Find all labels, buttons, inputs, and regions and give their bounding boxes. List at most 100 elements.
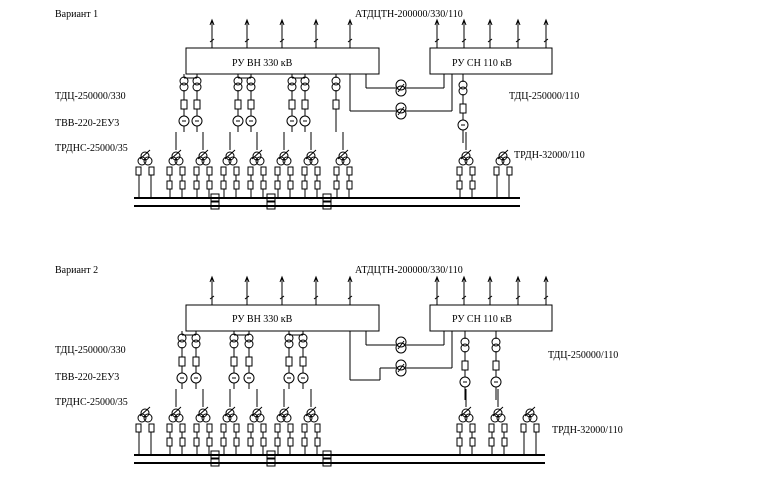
autotransformer-winding bbox=[395, 342, 407, 354]
variant-2-ru-sn-label: РУ СН 110 кВ bbox=[452, 314, 512, 325]
aux-breaker bbox=[193, 180, 200, 190]
variant-1-tdc330-label: ТДЦ-250000/330 bbox=[55, 91, 126, 102]
autotransformer-winding bbox=[395, 79, 407, 91]
outlet-arrow bbox=[461, 18, 467, 26]
aux-breaker bbox=[220, 437, 227, 447]
transformer-winding bbox=[191, 339, 201, 349]
outlet-arrow bbox=[461, 275, 467, 283]
aux-breaker bbox=[301, 166, 308, 176]
aux-transformer-winding bbox=[309, 156, 319, 166]
aux-transformer-winding bbox=[228, 156, 238, 166]
aux-transformer-winding bbox=[225, 408, 235, 418]
outlet-arrow bbox=[487, 18, 493, 26]
aux-transformer-winding bbox=[140, 151, 150, 161]
transformer-winding bbox=[491, 343, 501, 353]
outlet-arrow bbox=[244, 18, 250, 26]
tap-changer-arrow bbox=[337, 149, 349, 160]
aux-transformer-winding bbox=[143, 156, 153, 166]
tap-changer-arrow bbox=[497, 149, 509, 160]
outlet-arrow bbox=[209, 18, 215, 26]
transformer-winding bbox=[233, 82, 243, 92]
aux-transformer-winding bbox=[528, 413, 538, 423]
aux-transformer-winding bbox=[198, 408, 208, 418]
aux-breaker bbox=[220, 166, 227, 176]
aux-breaker bbox=[301, 437, 308, 447]
aux-breaker bbox=[314, 180, 321, 190]
aux-transformer-winding bbox=[309, 413, 319, 423]
aux-breaker bbox=[488, 437, 495, 447]
aux-breaker bbox=[179, 437, 186, 447]
outlet-arrow bbox=[209, 275, 215, 283]
transformer-winding bbox=[233, 76, 243, 86]
aux-breaker bbox=[233, 423, 240, 433]
aux-breaker bbox=[469, 437, 476, 447]
transformer-winding bbox=[177, 333, 187, 343]
aux-transformer-winding bbox=[341, 156, 351, 166]
generator-breaker bbox=[192, 356, 200, 367]
generator-breaker bbox=[178, 356, 186, 367]
aux-breaker bbox=[179, 166, 186, 176]
autotransformer-winding bbox=[395, 102, 407, 114]
aux-transformer-winding bbox=[279, 151, 289, 161]
transformer-winding bbox=[284, 339, 294, 349]
aux-breaker bbox=[179, 180, 186, 190]
autotransformer-winding bbox=[395, 359, 407, 371]
generator-breaker bbox=[459, 103, 467, 114]
generator-breaker bbox=[180, 99, 188, 110]
reserve-breaker bbox=[135, 423, 142, 433]
variant-2-trdns-label: ТРДНС-25000/35 bbox=[55, 397, 128, 408]
aux-breaker bbox=[346, 180, 353, 190]
tap-changer-arrow bbox=[197, 149, 209, 160]
transformer-winding bbox=[284, 333, 294, 343]
disconnector-tick bbox=[347, 38, 353, 43]
transformer-winding bbox=[229, 333, 239, 343]
reserve-breaker bbox=[135, 166, 142, 176]
disconnector-tick bbox=[347, 295, 353, 300]
transformer-winding bbox=[460, 337, 470, 347]
variant-1-ru-sn-box bbox=[429, 47, 553, 75]
aux-breaker bbox=[469, 423, 476, 433]
variant-2-tvv-label: ТВВ-220-2ЕУ3 bbox=[55, 372, 119, 383]
aux-transformer-winding bbox=[140, 408, 150, 418]
aux-transformer-winding bbox=[498, 151, 508, 161]
aux-breaker bbox=[274, 437, 281, 447]
variant-2-autotransformer-label: АТДЦТН-200000/330/110 bbox=[355, 265, 463, 276]
generator-breaker bbox=[299, 356, 307, 367]
reserve-breaker bbox=[533, 423, 540, 433]
generator-breaker bbox=[461, 360, 469, 371]
aux-transformer-winding bbox=[279, 408, 289, 418]
aux-transformer-winding bbox=[525, 408, 535, 418]
aux-breaker bbox=[333, 180, 340, 190]
outlet-arrow bbox=[543, 275, 549, 283]
aux-transformer-winding bbox=[143, 413, 153, 423]
transformer-winding bbox=[179, 76, 189, 86]
aux-transformer-winding bbox=[255, 413, 265, 423]
aux-breaker bbox=[193, 166, 200, 176]
aux-transformer-winding bbox=[338, 151, 348, 161]
transformer-winding bbox=[287, 76, 297, 86]
transformer-winding bbox=[331, 82, 341, 92]
variant-2-schematic bbox=[134, 275, 549, 467]
aux-breaker bbox=[206, 166, 213, 176]
tap-changer-arrow bbox=[251, 406, 263, 417]
tap-changer-arrow bbox=[197, 406, 209, 417]
aux-transformer-winding bbox=[255, 156, 265, 166]
generator-breaker bbox=[285, 356, 293, 367]
aux-breaker bbox=[206, 180, 213, 190]
outlet-arrow bbox=[347, 18, 353, 26]
outlet-arrow bbox=[313, 18, 319, 26]
disconnector-tick bbox=[244, 38, 250, 43]
reserve-breaker bbox=[148, 166, 155, 176]
transformer-winding bbox=[246, 82, 256, 92]
aux-transformer-winding bbox=[225, 151, 235, 161]
variant-1-ru-sn-label: РУ СН 110 кВ bbox=[452, 58, 512, 69]
aux-transformer-winding bbox=[201, 413, 211, 423]
reserve-breaker bbox=[148, 423, 155, 433]
tap-changer-arrow bbox=[251, 149, 263, 160]
generator-breaker bbox=[492, 360, 500, 371]
aux-breaker bbox=[233, 166, 240, 176]
transformer-winding bbox=[244, 339, 254, 349]
aux-transformer-winding bbox=[198, 151, 208, 161]
aux-breaker bbox=[179, 423, 186, 433]
